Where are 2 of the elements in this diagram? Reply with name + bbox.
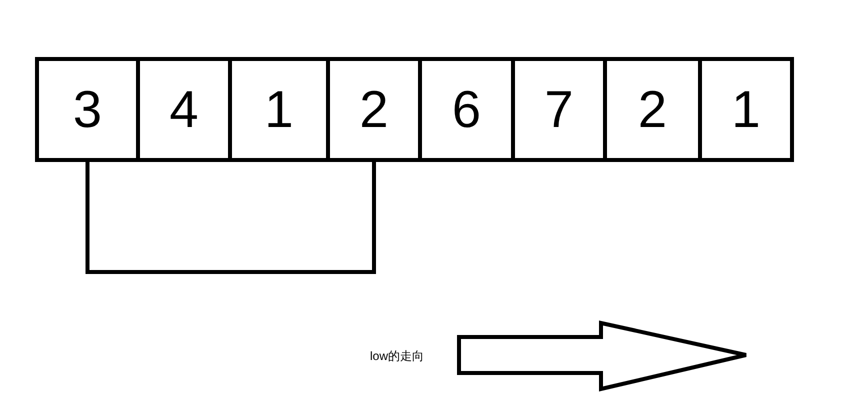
bracket-connector [86, 160, 376, 274]
direction-label: low的走向 [370, 348, 424, 365]
